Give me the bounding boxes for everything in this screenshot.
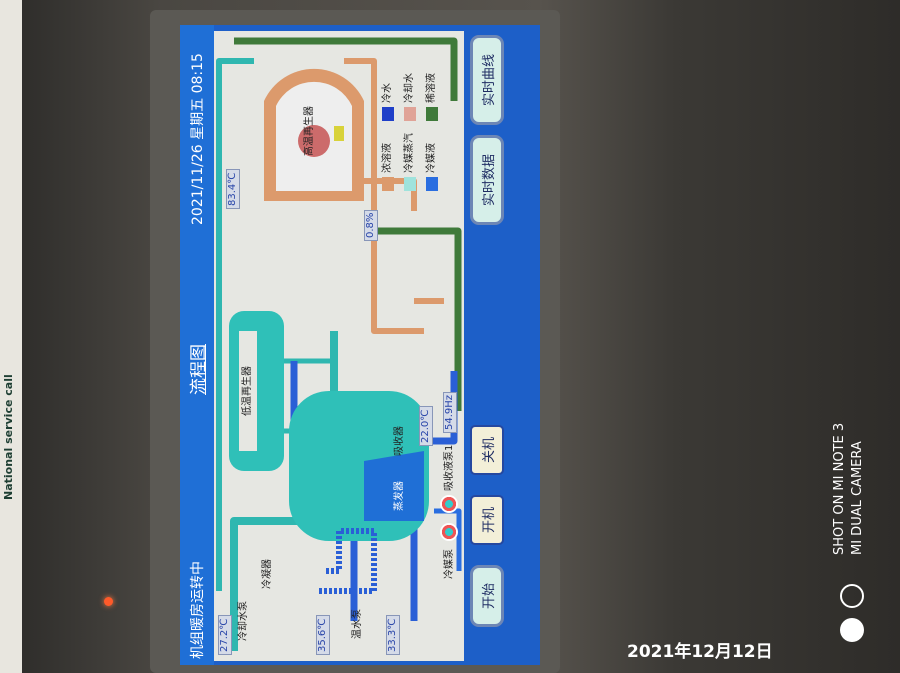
legend-label: 冷却水 [404, 73, 415, 103]
watermark-circle-filled [840, 618, 864, 642]
burner [334, 126, 344, 141]
absorb-pump-icon [440, 495, 458, 513]
evaporator-zone [364, 451, 424, 521]
legend-swatch [426, 177, 438, 191]
realtime-data-button[interactable]: 实时数据 [470, 135, 504, 225]
status-text: 机组暖房运转中 [190, 561, 206, 659]
high-gen-label: 高温再生器 [304, 106, 315, 156]
low-gen-tube [239, 331, 257, 451]
start-button[interactable]: 开始 [470, 565, 504, 627]
legend-label: 浓溶液 [382, 143, 393, 173]
watermark-circle-outline [840, 584, 864, 608]
legend-label: 冷水 [382, 83, 393, 103]
legend-swatch [382, 107, 394, 121]
sticker-text: National service call [2, 374, 15, 500]
high-gen-temp: 83.4℃ [226, 169, 240, 209]
page-title: 流程图 [189, 344, 209, 395]
valve-opening: 0.8% [364, 209, 378, 241]
legend-swatch [426, 107, 438, 121]
datetime: 2021/11/26 星期五 08:15 [190, 53, 206, 225]
evaporator-label: 蒸发器 [394, 481, 405, 511]
warm-pump-label: 温水泵 [352, 609, 363, 639]
legend-label: 稀溶液 [426, 73, 437, 103]
pump-frequency: 54.9Hz [443, 391, 457, 433]
cooling-pump-label: 冷却水泵 [238, 601, 249, 641]
refrigerant-pump-label: 冷媒泵 [444, 549, 455, 579]
dilute-solution-pipe [234, 37, 462, 411]
warm-in-temp: 33.3℃ [386, 615, 400, 655]
watermark-line1: SHOT ON MI NOTE 3 [832, 422, 847, 555]
pipe-diagram [216, 37, 462, 651]
refrigerant-liquid-pipe [434, 508, 462, 571]
coil [319, 528, 377, 594]
power-on-button[interactable]: 开机 [470, 495, 504, 545]
watermark-line2: MI DUAL CAMERA [850, 441, 865, 555]
cooling-in-temp: 27.2℃ [218, 615, 232, 655]
condenser-label: 冷凝器 [262, 559, 273, 589]
absorb-pump-label: 吸收液泵1 [444, 444, 455, 491]
power-off-button[interactable]: 关机 [470, 425, 504, 475]
title-bar: 机组暖房运转中 流程图 2021/11/26 星期五 08:15 [180, 25, 214, 665]
low-gen-label: 低温再生器 [242, 366, 253, 416]
hmi-screen: 机组暖房运转中 流程图 2021/11/26 星期五 08:15 27.2℃ 冷… [180, 25, 540, 665]
warm-out-temp: 35.6℃ [316, 615, 330, 655]
realtime-curve-button[interactable]: 实时曲线 [470, 35, 504, 125]
process-diagram: 27.2℃ 冷却水泵 冷凝器 35.6℃ 温水泵 33.3℃ 冷媒泵 吸收液泵1… [214, 31, 464, 661]
legend-swatch [404, 107, 416, 121]
cooling-water-pipe-2 [216, 58, 254, 591]
refrigerant-pump-icon [440, 523, 458, 541]
legend-label: 冷媒蒸汽 [404, 133, 415, 173]
photo-date: 2021年12月12日 [627, 642, 773, 662]
burner-flame [298, 125, 330, 157]
power-led [104, 597, 113, 606]
legend-label: 冷媒液 [426, 143, 437, 173]
service-sticker: National service call [0, 0, 22, 673]
legend-swatch [382, 177, 394, 191]
camera-watermark: SHOT ON MI NOTE 3 MI DUAL CAMERA [832, 405, 872, 585]
absorb-temp: 22.0℃ [419, 406, 433, 446]
absorber-label: 吸收器 [394, 426, 405, 456]
legend-swatch [404, 177, 416, 191]
